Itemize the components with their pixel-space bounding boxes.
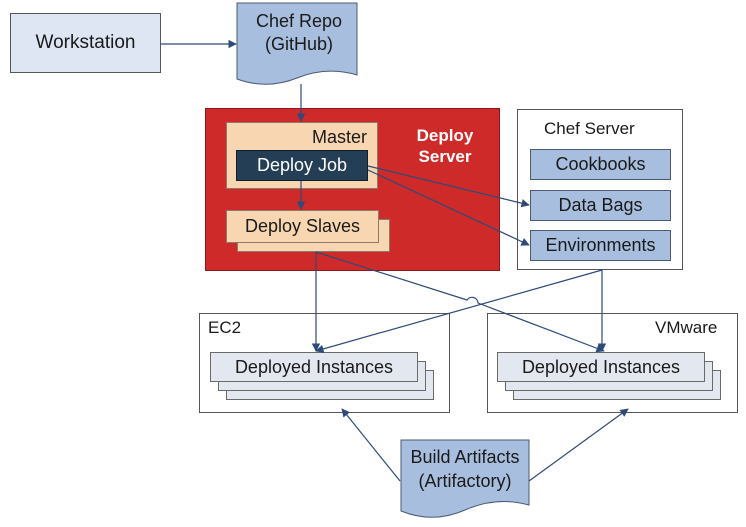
build-artifacts-label-line2: (Artifactory) (418, 471, 511, 491)
workstation-node: Workstation (10, 13, 161, 73)
deploy-job-node: Deploy Job (236, 150, 368, 181)
master-label: Master (311, 127, 367, 147)
chef-server-label: Chef Server (544, 119, 635, 138)
build-artifacts-node (400, 439, 530, 518)
vmware-deployed-instances-node: Deployed Instances (497, 352, 705, 382)
vmware-label: VMware (655, 318, 718, 337)
deploy-server-label-line1: Deploy (416, 126, 474, 145)
ec2-deployed-instances-node: Deployed Instances (210, 352, 418, 382)
cookbooks-node: Cookbooks (530, 149, 671, 180)
data-bags-node: Data Bags (530, 190, 671, 221)
build-artifacts-label-line1: Build Artifacts (410, 447, 519, 467)
chef-repo-label-line1: Chef Repo (256, 11, 342, 31)
arrow-artifacts-to-ec2-instances (341, 408, 401, 482)
deploy-server-label: Deploy Server (402, 125, 488, 167)
deploy-server-label-line2: Server (418, 147, 472, 166)
chef-repo-node (236, 2, 358, 85)
arrow-artifacts-to-vmware-instances (528, 408, 629, 482)
deploy-slaves-node: Deploy Slaves (226, 210, 379, 243)
ec2-label: EC2 (208, 318, 242, 337)
chef-repo-label-line2: (GitHub) (265, 34, 333, 54)
environments-node: Environments (530, 230, 671, 261)
